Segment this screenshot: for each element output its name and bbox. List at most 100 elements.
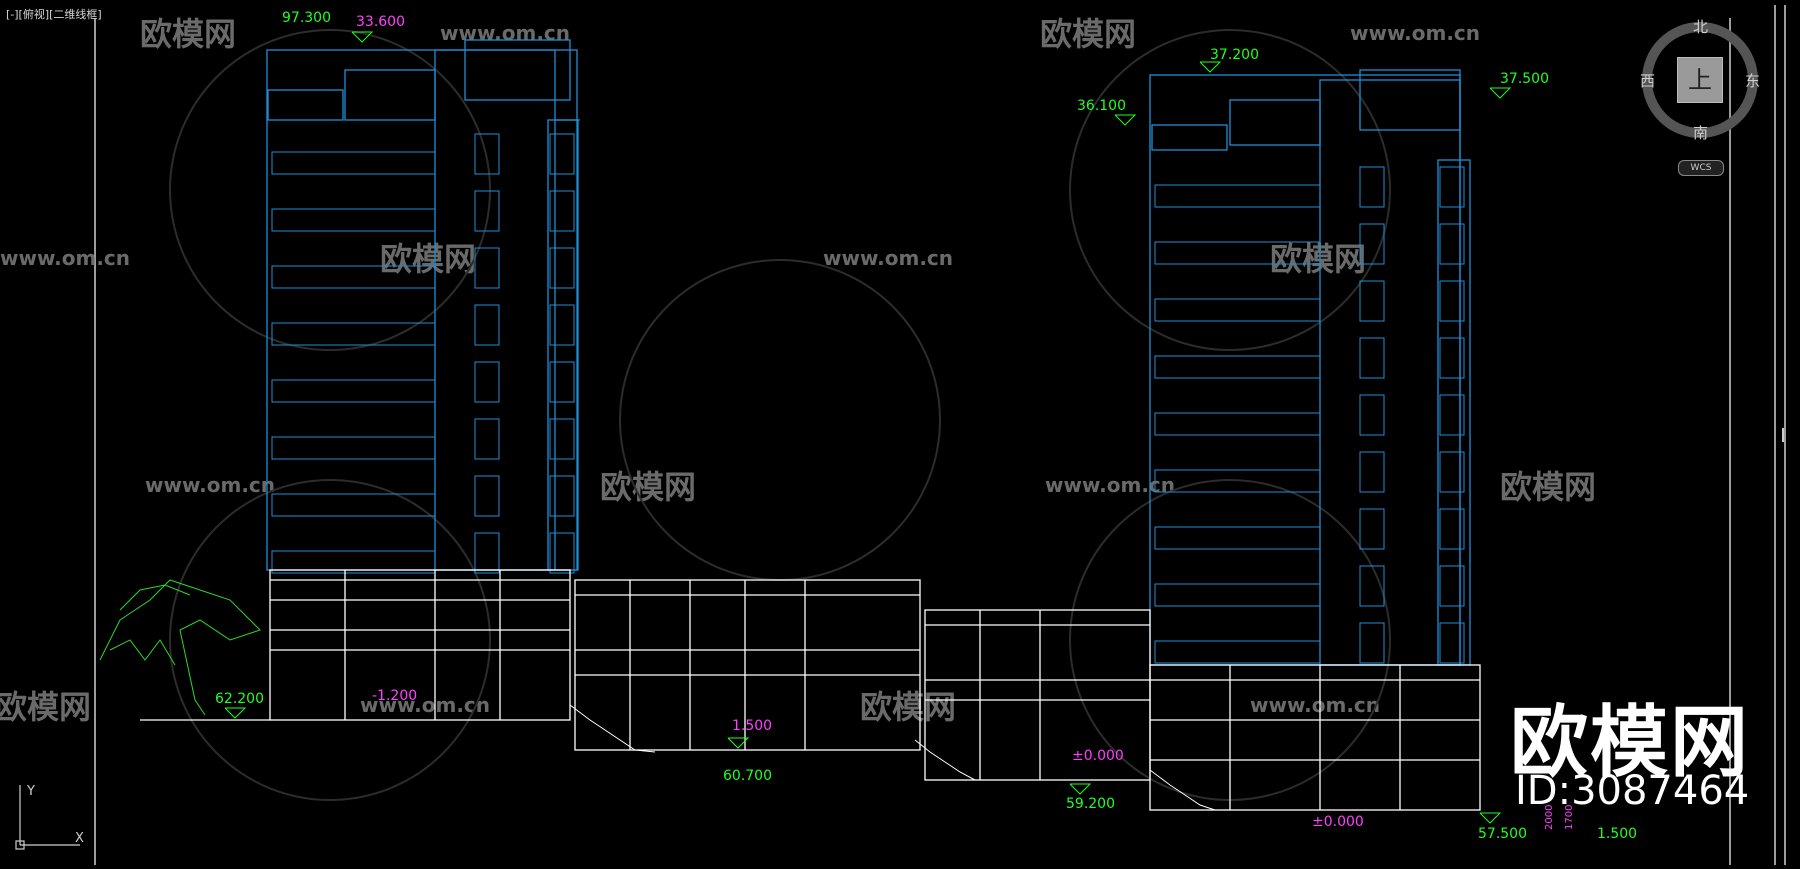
- watermark-brand-large: 欧模网: [1510, 698, 1751, 788]
- balcony-band: [1154, 184, 1321, 208]
- drawing-frame: [94, 5, 1786, 865]
- compass-ring[interactable]: [1642, 22, 1758, 138]
- ucs-x-label: X: [75, 831, 84, 846]
- balcony-band: [1154, 640, 1321, 664]
- elevation-markers: [224, 31, 1512, 824]
- watermark-id: ID:3087464: [1515, 768, 1750, 814]
- compass-north[interactable]: 北: [1693, 18, 1709, 36]
- balcony-band: [1154, 355, 1321, 379]
- podium-right-tower-base[interactable]: [140, 664, 1481, 811]
- window: [549, 304, 575, 346]
- balcony-band: [1154, 526, 1321, 550]
- window: [1359, 166, 1385, 208]
- scrollbar-thumb[interactable]: [1782, 428, 1784, 442]
- right-tower[interactable]: [1149, 69, 1471, 666]
- elevation-label: 59.200: [1066, 796, 1115, 812]
- window: [474, 532, 500, 574]
- ucs-icon: [15, 785, 80, 850]
- balcony-band: [271, 265, 436, 289]
- watermark-layer: www.om.cn www.om.cn www.om.cn www.om.cn …: [0, 15, 1596, 726]
- balcony-band: [271, 208, 436, 232]
- balcony-band: [1154, 412, 1321, 436]
- watermark-brand: 欧模网: [1040, 15, 1136, 53]
- watermark-brand: 欧模网: [140, 15, 236, 53]
- balcony-band: [1154, 298, 1321, 322]
- window: [1359, 508, 1385, 550]
- elevation-label: ±0.000: [1312, 814, 1364, 830]
- viewport-label[interactable]: [-][俯视][二维线框]: [6, 8, 102, 21]
- window: [549, 247, 575, 289]
- window: [549, 190, 575, 232]
- compass-east[interactable]: 东: [1745, 72, 1761, 90]
- window: [1439, 223, 1465, 265]
- window: [549, 532, 575, 574]
- compass-south[interactable]: 南: [1693, 124, 1709, 142]
- window: [474, 247, 500, 289]
- watermark-brand: 欧模网: [1500, 468, 1596, 506]
- watermark-brand: 欧模网: [600, 468, 696, 506]
- left-tower-floors: [271, 133, 575, 574]
- window: [1439, 451, 1465, 493]
- small-dimensions: 2000 1700: [1544, 805, 1575, 830]
- elevation-label: 36.100: [1077, 98, 1126, 114]
- window: [549, 133, 575, 175]
- elevation-label: 37.500: [1500, 71, 1549, 87]
- balcony-band: [271, 322, 436, 346]
- view-cube-top-face[interactable]: 上: [1677, 57, 1723, 103]
- balcony-band: [1154, 469, 1321, 493]
- podium-left[interactable]: [269, 569, 571, 721]
- podium-middle[interactable]: [574, 579, 921, 751]
- window: [474, 133, 500, 175]
- elevation-label: 57.500: [1478, 826, 1527, 842]
- balcony-band: [271, 379, 436, 403]
- window: [1359, 394, 1385, 436]
- window: [474, 361, 500, 403]
- watermark-site: www.om.cn: [1045, 473, 1175, 497]
- left-tower[interactable]: [266, 39, 580, 571]
- elevation-labels-magenta: 33.600 -1.200 1.500 ±0.000 ±0.000: [356, 14, 1364, 830]
- elevation-label: -1.200: [372, 688, 417, 704]
- elevation-label: 1.500: [1597, 826, 1637, 842]
- elevation-label: 1.500: [732, 718, 772, 734]
- right-tower-floors: [1154, 166, 1465, 664]
- window: [1359, 280, 1385, 322]
- compass-west[interactable]: 西: [1640, 72, 1656, 90]
- window: [474, 304, 500, 346]
- balcony-band: [271, 550, 436, 574]
- tree-icon: [99, 579, 261, 716]
- elevation-label: 33.600: [356, 14, 405, 30]
- watermark-brand: 欧模网: [1270, 240, 1366, 278]
- watermark-brand: 欧模网: [0, 688, 91, 726]
- elevation-label: 37.200: [1210, 47, 1259, 63]
- watermark-site: www.om.cn: [0, 246, 130, 270]
- wcs-menu-button[interactable]: WCS: [1678, 160, 1724, 176]
- watermark-site: www.om.cn: [1250, 693, 1380, 717]
- window: [474, 418, 500, 460]
- dimension-label: 2000: [1544, 805, 1555, 830]
- window: [1359, 223, 1385, 265]
- elevation-label: 62.200: [215, 691, 264, 707]
- watermark-circles: [169, 29, 1391, 801]
- window: [1439, 565, 1465, 607]
- watermark-site: www.om.cn: [360, 693, 490, 717]
- balcony-band: [271, 151, 436, 175]
- balcony-band: [1154, 583, 1321, 607]
- window: [549, 418, 575, 460]
- window: [1439, 166, 1465, 208]
- window: [549, 361, 575, 403]
- window: [1359, 565, 1385, 607]
- balcony-band: [1154, 241, 1321, 265]
- window: [1359, 337, 1385, 379]
- balcony-band: [271, 436, 436, 460]
- watermark-site: www.om.cn: [440, 21, 570, 45]
- watermark-brand: 欧模网: [380, 240, 476, 278]
- elevation-label: 60.700: [723, 768, 772, 784]
- window: [549, 475, 575, 517]
- window: [474, 475, 500, 517]
- window: [1359, 622, 1385, 664]
- window: [1359, 451, 1385, 493]
- balcony-band: [271, 493, 436, 517]
- window: [1439, 394, 1465, 436]
- window: [1439, 508, 1465, 550]
